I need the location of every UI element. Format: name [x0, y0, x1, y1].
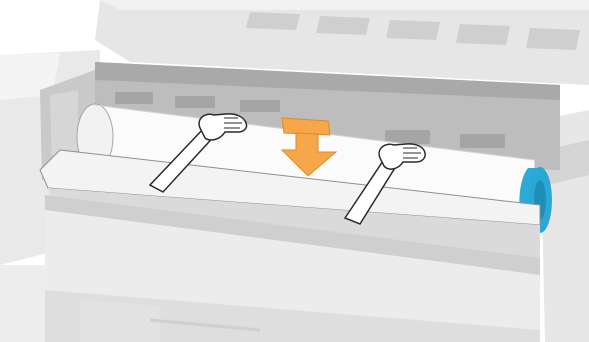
printer-roll-loading-illustration [0, 0, 589, 342]
